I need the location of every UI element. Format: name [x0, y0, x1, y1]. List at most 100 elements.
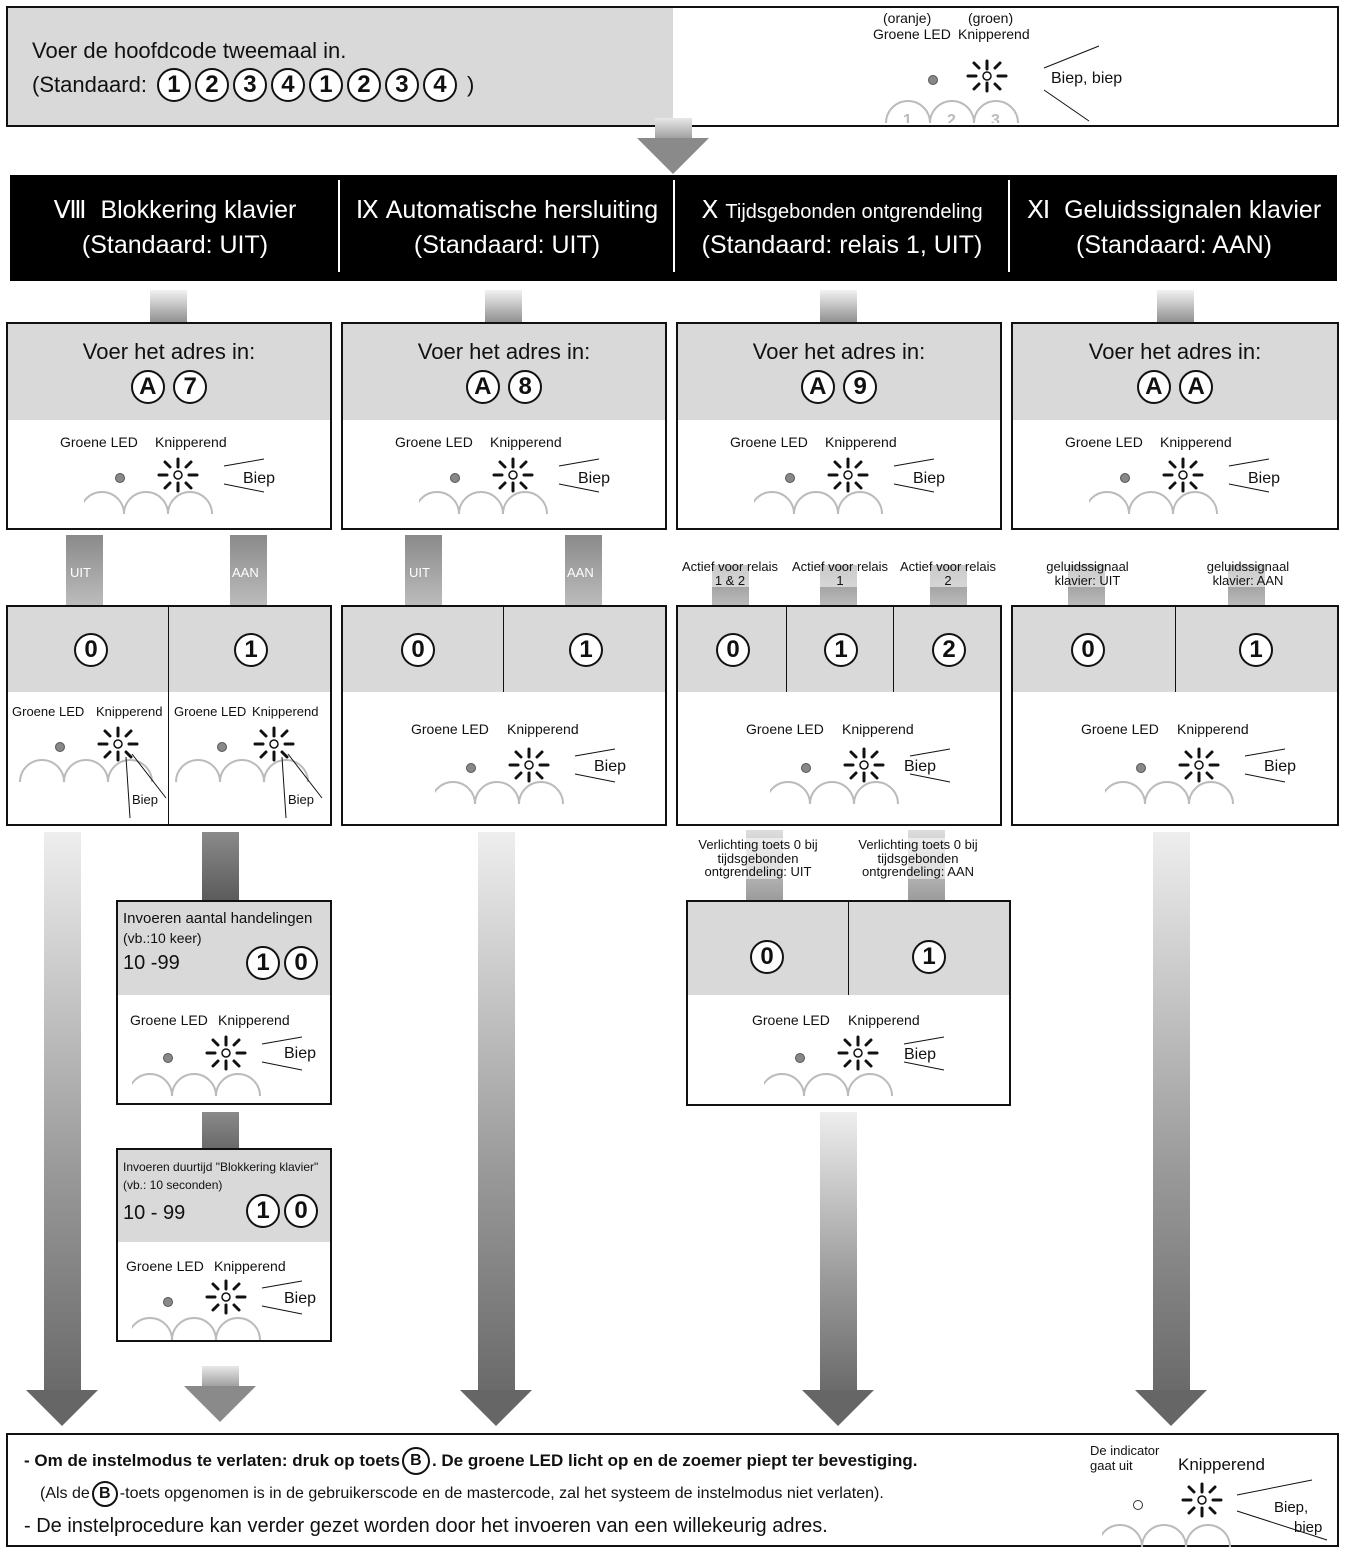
- choice-divider: [168, 607, 169, 824]
- address-panel: [8, 324, 330, 420]
- beep-label: Biep, biep: [1051, 70, 1123, 87]
- choice-key: 0: [748, 940, 786, 974]
- duration-title: Invoeren duurtijd "Blokkering klavier": [123, 1160, 319, 1174]
- key-B: B: [401, 1447, 430, 1475]
- led-indicator-icon: [754, 454, 954, 514]
- header-col-4: Ⅺ Geluidssignalen klavier (Standaard: AA…: [1011, 175, 1337, 281]
- count-example: (vb.:10 keer): [123, 930, 202, 946]
- key-A: A: [130, 370, 165, 404]
- led-indicator-icon: [84, 454, 284, 514]
- header-title: Tijdsgebonden ontgrendeling: [725, 201, 983, 223]
- key-A: A: [1136, 370, 1171, 404]
- led-label-green: Groene LED: [730, 434, 808, 450]
- key-1: 1: [156, 68, 191, 102]
- key-0: 0: [1071, 633, 1105, 667]
- address-panel: [343, 324, 665, 420]
- header-title: Blokkering klavier: [100, 196, 297, 224]
- beep-label: Biep: [1264, 758, 1297, 775]
- exit-line-2a: (Als de: [40, 1485, 90, 1502]
- master-code-default: (Standaard: 1 2 3 4 1 2 3 4 ): [32, 68, 474, 102]
- branch-label: UIT: [70, 565, 91, 580]
- key-1: 1: [308, 68, 343, 102]
- header-divider: [1008, 180, 1010, 272]
- branch-label: UIT: [409, 565, 430, 580]
- led-label-blink: Knipperend: [214, 1258, 286, 1274]
- choice-key: 1: [232, 633, 270, 667]
- key-B: B: [91, 1481, 118, 1507]
- key-1: 1: [569, 633, 603, 667]
- beep-label: Biep: [243, 470, 276, 487]
- beep-label: Biep: [132, 792, 159, 807]
- choice-box-3: 0 1 2 Groene LED Knipperend Biep: [676, 605, 1002, 826]
- header-divider: [673, 180, 675, 272]
- header-title: Geluidssignalen klavier: [1064, 196, 1322, 224]
- beep-label: Biep,: [1274, 1499, 1309, 1516]
- header-default: (Standaard: AAN): [1076, 231, 1272, 259]
- choice-key: 2: [930, 633, 968, 667]
- exit-line-3: - De instelprocedure kan verder gezet wo…: [24, 1515, 828, 1537]
- led-label-green: Groene LED: [60, 434, 138, 450]
- led-label-green: Groene LED: [1081, 721, 1159, 737]
- branch-label: geluidssignaal klavier: AAN: [1188, 560, 1308, 588]
- header-default: (Standaard: UIT): [81, 231, 269, 259]
- header-col-2: Ⅸ Automatische hersluiting (Standaard: U…: [341, 175, 673, 281]
- indicator-off-label: De indicator: [1090, 1443, 1160, 1458]
- led-label-green: Groene LED: [395, 434, 473, 450]
- branch-label: AAN: [232, 565, 259, 580]
- branch-label: geluidssignaal klavier: UIT: [1030, 560, 1145, 588]
- address-box-4: Voer het adres in: A A Groene LED Knippe…: [1011, 322, 1339, 530]
- long-arrow-head: [460, 1390, 532, 1426]
- long-arrow-head: [26, 1390, 98, 1426]
- address-panel: [1013, 324, 1337, 420]
- led-label-blink: Knipperend: [96, 704, 163, 719]
- choice-box-4: 0 1 Groene LED Knipperend Biep: [1011, 605, 1339, 826]
- duration-example: (vb.: 10 seconden): [123, 1178, 223, 1192]
- header-default: (Standaard: UIT): [413, 231, 601, 259]
- master-code-step: Voer de hoofdcode tweemaal in. (Standaar…: [6, 6, 1339, 127]
- choice-divider: [1175, 607, 1176, 692]
- choice-key: 1: [910, 940, 948, 974]
- choice-key: 0: [1069, 633, 1107, 667]
- led-indicator-icon: [8, 722, 168, 822]
- led-label-green: Groene LED: [411, 721, 489, 737]
- beep-label: Biep: [904, 1046, 937, 1063]
- svg-text:2: 2: [947, 112, 956, 123]
- connector: [202, 832, 239, 902]
- led-label-blink: Knipperend: [825, 434, 897, 450]
- header-num: Ⅷ: [53, 196, 87, 224]
- address-keys: A A: [1013, 370, 1337, 404]
- top-arrow-shaft: [655, 118, 692, 140]
- connector: [485, 290, 522, 324]
- count-range: 10 -99: [123, 952, 180, 974]
- beep-label: Biep: [1248, 470, 1281, 487]
- key-0: 0: [284, 1194, 318, 1228]
- choice-box-1: 0 1 Groene LED Knipperend Groene LED Kni…: [6, 605, 332, 826]
- led-label-oranje: (oranje): [883, 10, 932, 26]
- branch-connector: [230, 535, 267, 607]
- key-1: 1: [246, 1194, 280, 1228]
- key-1: 1: [824, 633, 858, 667]
- exit-line-2: (Als de B -toets opgenomen is in de gebr…: [40, 1481, 884, 1507]
- address-label: Voer het adres in:: [82, 339, 256, 364]
- default-suffix: ): [466, 72, 475, 97]
- branch-connector: [565, 535, 602, 607]
- address-label: Voer het adres in:: [752, 339, 926, 364]
- key-1: 1: [246, 946, 280, 980]
- long-arrow-shaft: [44, 832, 81, 1392]
- key-4: 4: [270, 68, 305, 102]
- led-label-groen: (groen): [968, 10, 1014, 26]
- lighting-label-off: Verlichting toets 0 bij tijdsgebonden on…: [683, 838, 833, 879]
- led-label-green: Groene LED: [130, 1012, 208, 1028]
- connector: [820, 290, 857, 324]
- key-3: 3: [384, 68, 419, 102]
- led-label-blink: Knipperend: [252, 704, 319, 719]
- beep-label: Biep: [284, 1045, 317, 1062]
- led-label-blink: Knipperend: [1160, 434, 1232, 450]
- led-label-green: Groene LED: [873, 26, 951, 42]
- header-num: Ⅹ: [701, 196, 719, 224]
- beep-label: Biep: [578, 470, 611, 487]
- exit-line-1a: - Om de instelmodus te verlaten: druk op…: [24, 1451, 400, 1470]
- led-indicator-icon: [419, 454, 619, 514]
